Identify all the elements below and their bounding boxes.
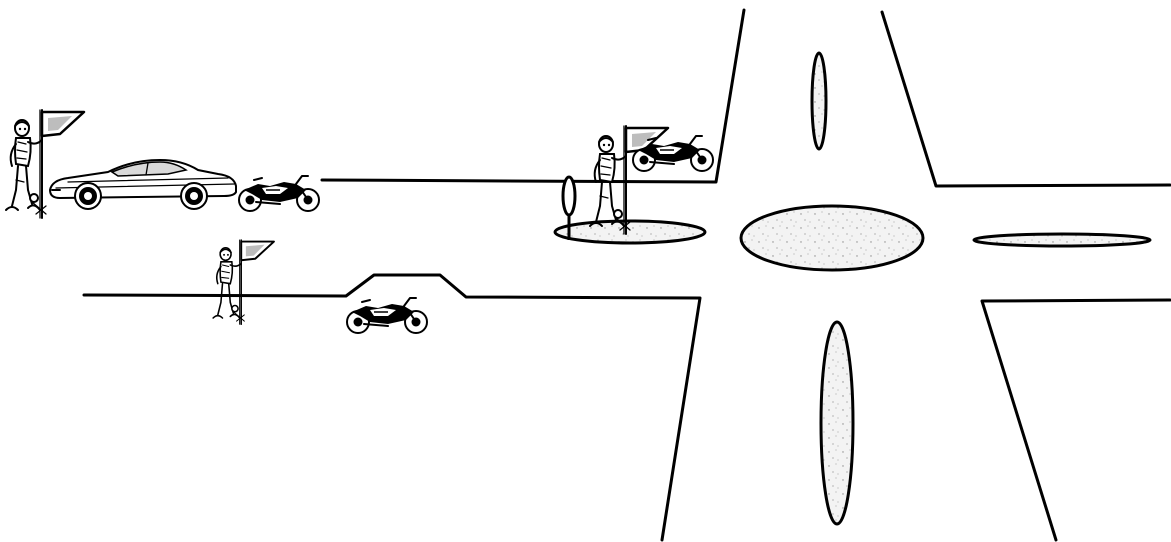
marshal-left xyxy=(4,108,86,220)
road-edge-upper-left xyxy=(320,8,746,184)
car-icon xyxy=(49,159,237,210)
sign-icon xyxy=(561,175,577,240)
motorcycle-left xyxy=(238,175,320,212)
island-corner xyxy=(553,219,707,245)
marshal-corner xyxy=(588,124,670,236)
island-south xyxy=(819,320,855,526)
road-edge-lower-right xyxy=(980,298,1171,542)
sign-post xyxy=(561,175,577,240)
motorcycle-icon xyxy=(346,297,428,334)
person-icon xyxy=(4,108,86,220)
marshal-middle xyxy=(212,239,275,326)
road-edge-lower-left xyxy=(82,273,702,542)
car-left xyxy=(49,159,237,210)
island-center xyxy=(739,204,925,272)
island-north xyxy=(810,51,828,151)
motorcycle-middle xyxy=(346,297,428,334)
person-icon xyxy=(588,124,670,236)
person-icon xyxy=(212,239,275,326)
road-outline xyxy=(82,8,1171,542)
road-edge-upper-right xyxy=(880,10,1171,188)
traffic-islands xyxy=(553,51,1152,526)
island-east xyxy=(972,232,1152,248)
motorcycle-icon xyxy=(238,175,320,212)
